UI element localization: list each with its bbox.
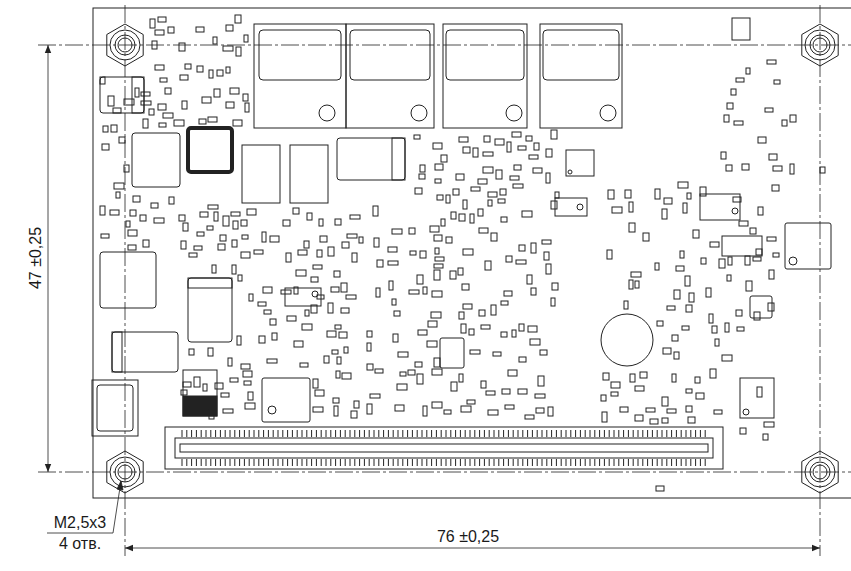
inductors <box>92 18 831 436</box>
dimension-width: 76 ±0,25 <box>437 529 499 545</box>
hole-count: 4 отв. <box>59 536 101 552</box>
mounting-holes <box>107 24 838 493</box>
dimension-lines <box>38 5 851 556</box>
thread-callout: M2,5x3 <box>54 515 106 531</box>
smd-pads <box>100 15 825 491</box>
board-outline <box>93 8 851 498</box>
rf-shields <box>254 24 622 128</box>
board-connector <box>165 427 723 469</box>
dimension-height: 47 ±0,25 <box>28 227 44 289</box>
